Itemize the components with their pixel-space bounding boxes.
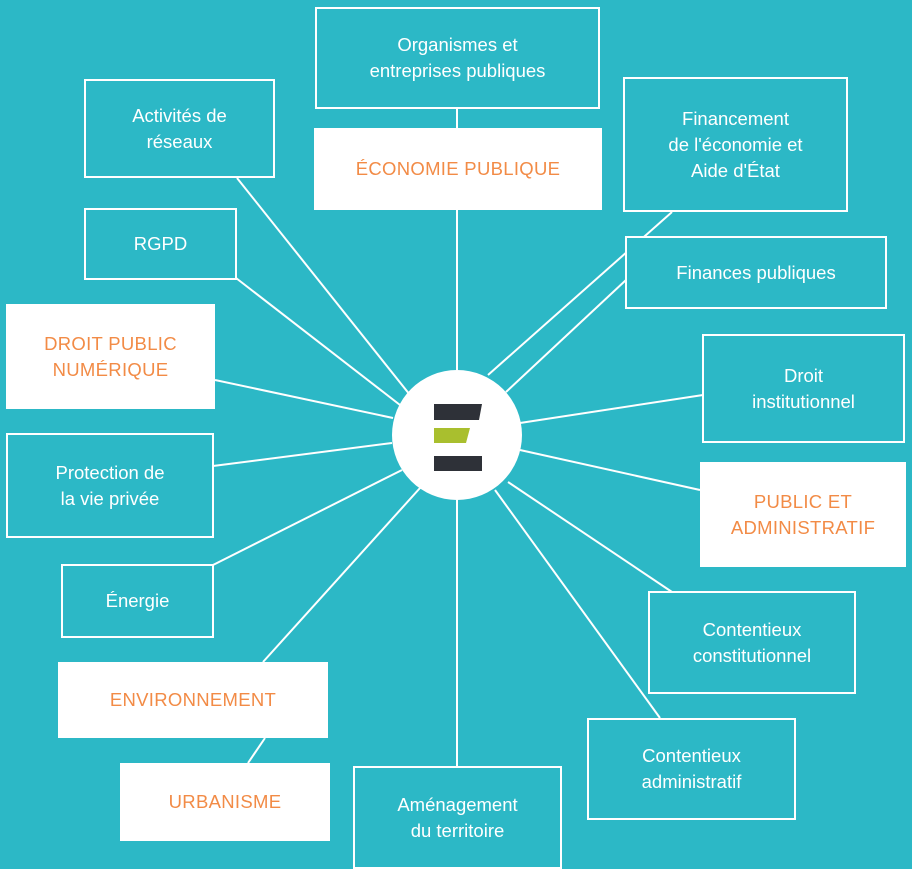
connector-environnement (262, 487, 421, 663)
connector-protection (212, 442, 393, 467)
e-letter-logo-icon (434, 404, 482, 471)
node-environnement: ENVIRONNEMENT (58, 662, 328, 738)
node-organismes: Organismes et entreprises publiques (315, 7, 600, 109)
connector-urbanisme (247, 737, 266, 764)
node-droit-public-numerique: DROIT PUBLIC NUMÉRIQUE (6, 304, 215, 409)
node-energie: Énergie (61, 564, 214, 638)
node-urbanisme: URBANISME (120, 763, 330, 841)
connector-activites-reseaux (236, 177, 411, 396)
node-economie-publique: ÉCONOMIE PUBLIQUE (314, 128, 602, 210)
connector-energie (212, 469, 403, 566)
connector-public-administratif (519, 449, 701, 491)
node-amenagement: Aménagement du territoire (353, 766, 562, 869)
node-contentieux-constitutionnel: Contentieux constitutionnel (648, 591, 856, 694)
connector-droit-institutionnel (519, 394, 704, 424)
node-finances-publiques: Finances publiques (625, 236, 887, 309)
connector-rgpd (235, 277, 401, 406)
node-activites-reseaux: Activités de réseaux (84, 79, 275, 178)
node-public-administratif: PUBLIC ET ADMINISTRATIF (700, 462, 906, 567)
node-contentieux-administratif: Contentieux administratif (587, 718, 796, 820)
connector-finances-publiques (505, 279, 627, 393)
node-rgpd: RGPD (84, 208, 237, 280)
connector-contentieux-administratif (494, 489, 661, 719)
node-financement: Financement de l'économie et Aide d'État (623, 77, 848, 212)
node-protection-vie-privee: Protection de la vie privée (6, 433, 214, 538)
connector-contentieux-constitutionnel (507, 481, 673, 593)
connector-droit-public-numerique (214, 379, 394, 419)
center-logo (392, 370, 522, 500)
node-droit-institutionnel: Droit institutionnel (702, 334, 905, 443)
